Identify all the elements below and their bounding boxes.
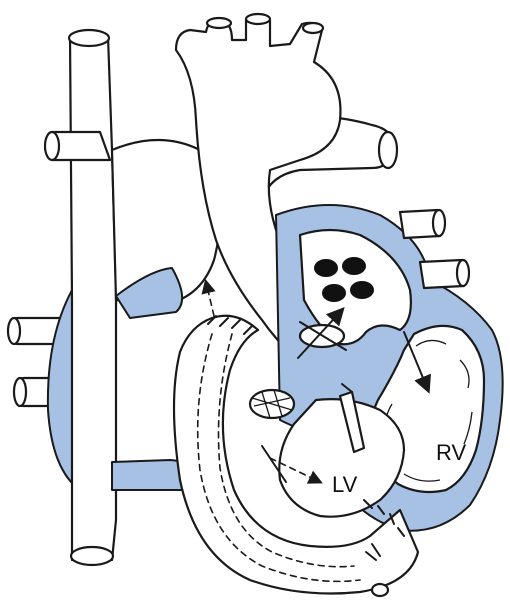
anastomosis-patch <box>250 390 294 418</box>
right-ventricle-label: RV <box>436 440 466 465</box>
left-ventricle-label: LV <box>332 472 358 497</box>
flow-arrow-upper <box>206 282 214 316</box>
ventricles <box>276 205 503 531</box>
vena-cava <box>69 30 116 565</box>
